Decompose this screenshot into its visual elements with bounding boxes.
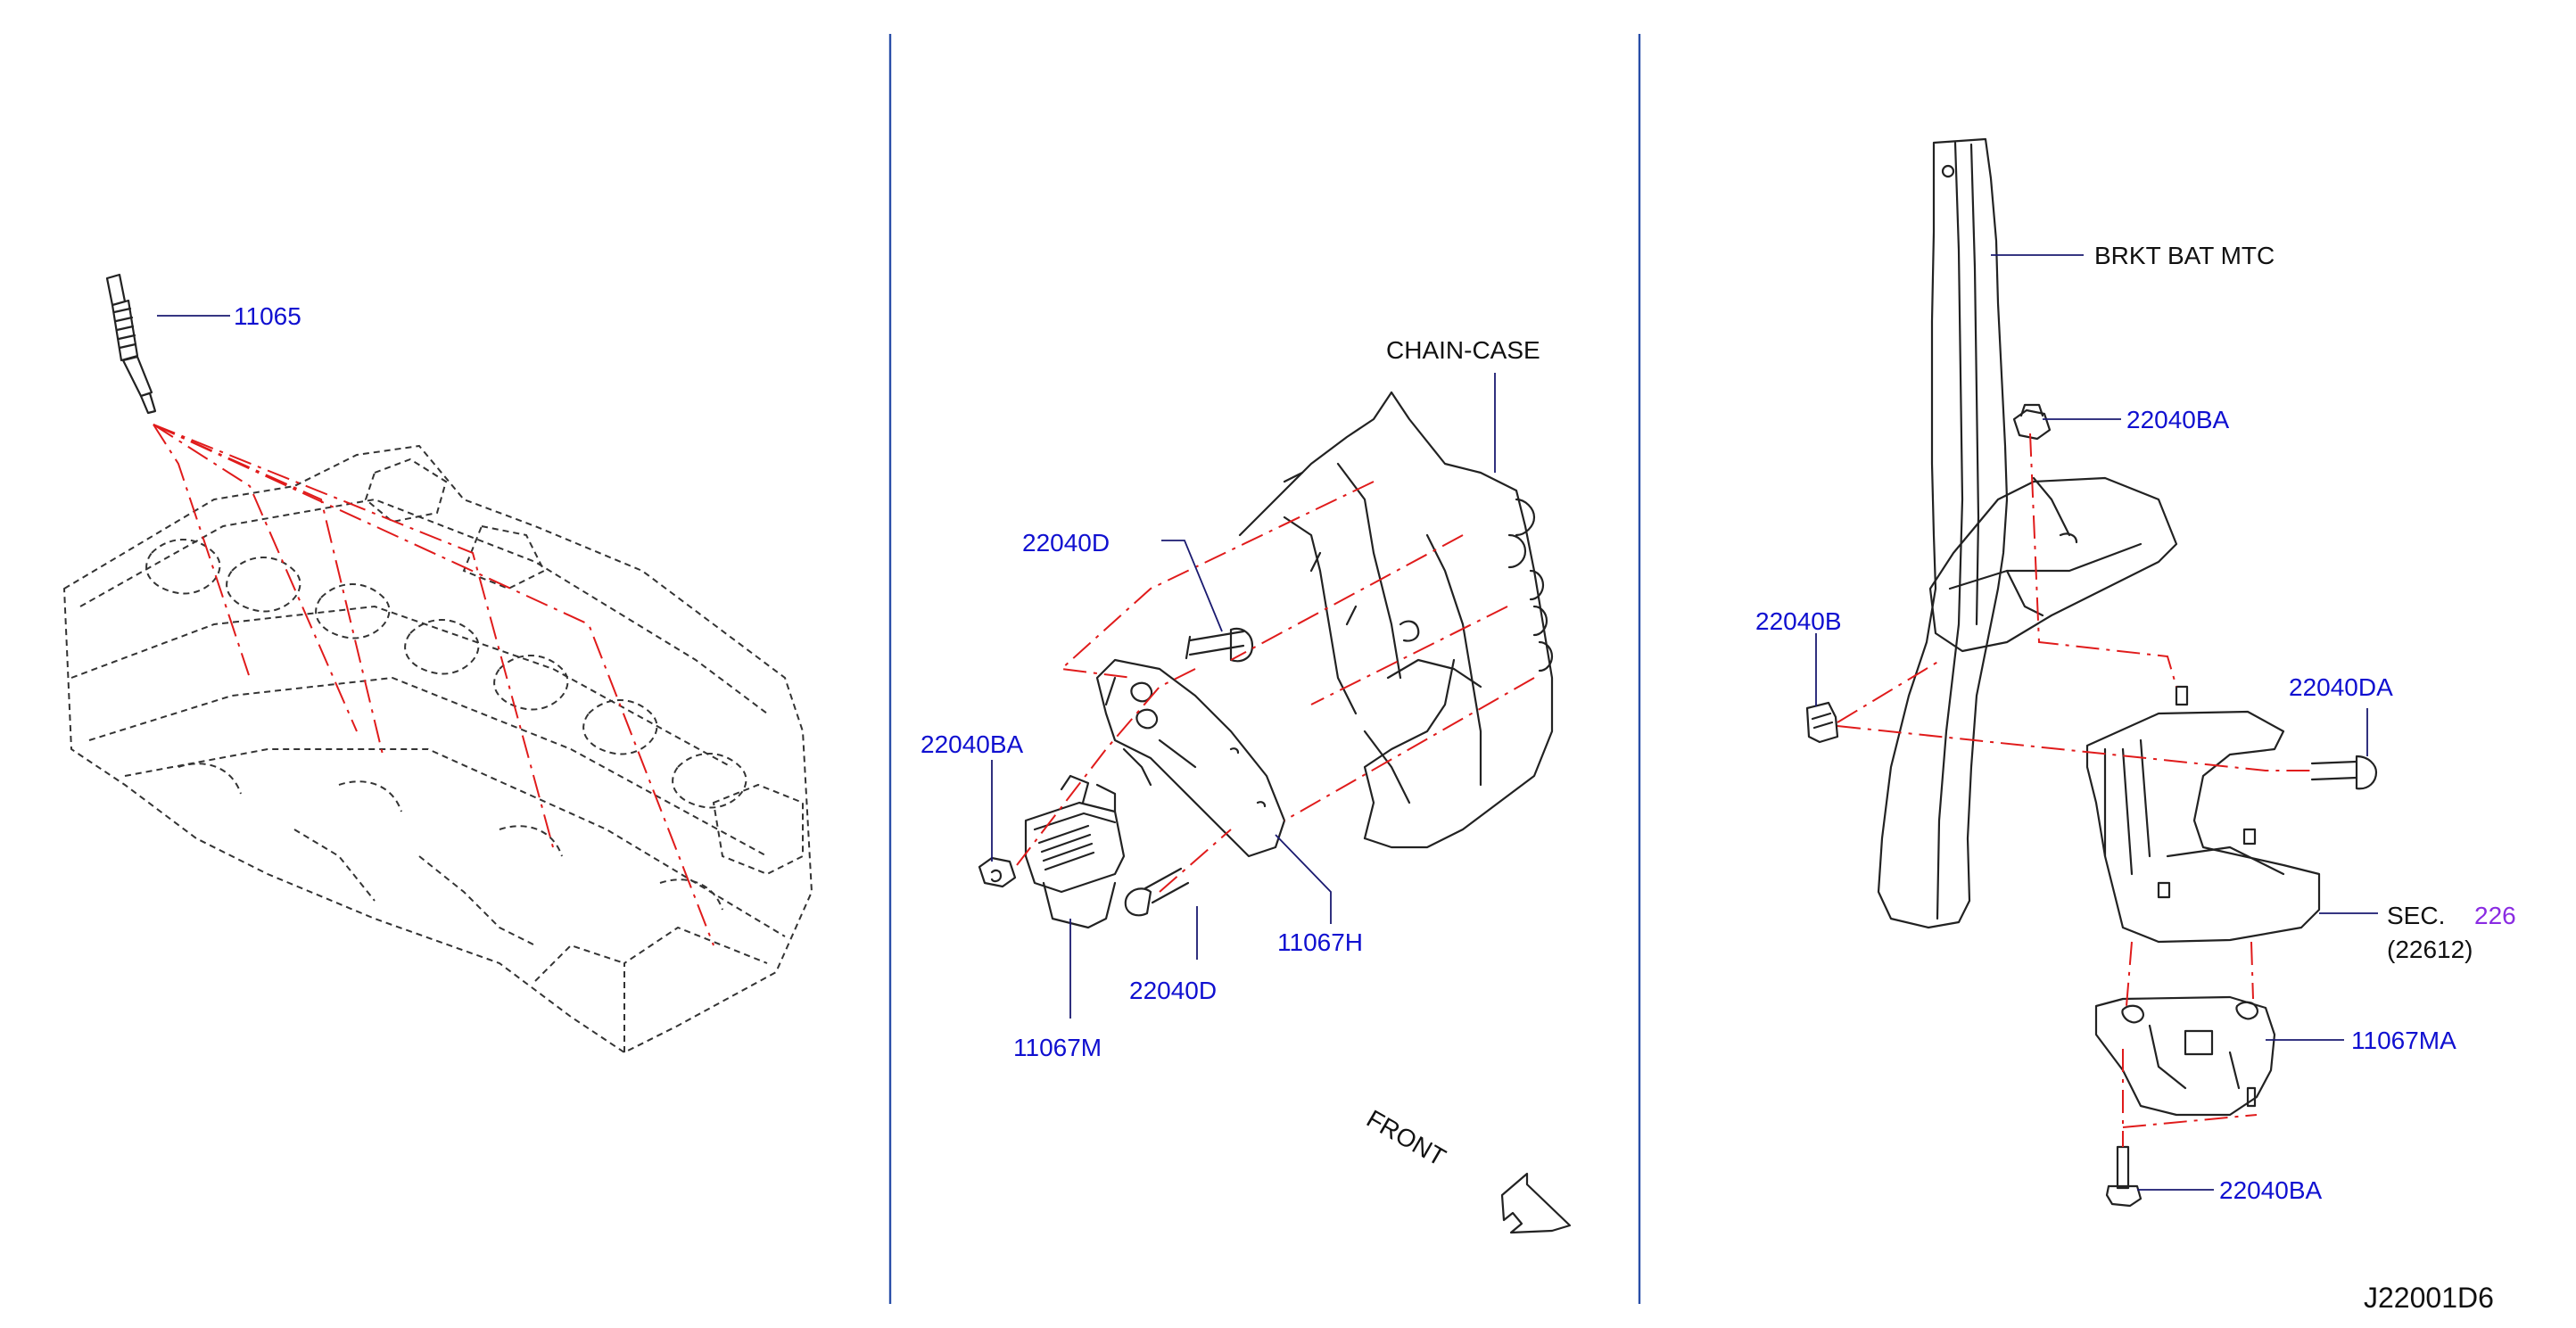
callout-chain-case[interactable]: CHAIN-CASE: [1386, 336, 1540, 364]
diagram-id: J22001D6: [2364, 1282, 2494, 1314]
nut-22040ba-top-illustration[interactable]: [2012, 403, 2052, 441]
callout-brkt-bat-mtc[interactable]: BRKT BAT MTC: [2094, 242, 2275, 269]
leader-11067h: [1275, 834, 1332, 924]
clip-22040b-illustration[interactable]: [1805, 701, 1839, 744]
part-label-22040ba-left[interactable]: 22040BA: [921, 730, 1024, 758]
part-label-22040ba-bottom[interactable]: 22040BA: [2219, 1176, 2323, 1204]
bolt-22040d-bottom-illustration[interactable]: [1124, 867, 1190, 917]
bolt-22040d-top-illustration[interactable]: [1185, 627, 1254, 663]
section-ref-label[interactable]: SEC.: [2387, 902, 2445, 929]
bolt-22040da-illustration[interactable]: [2310, 755, 2378, 790]
part-label-11065[interactable]: 11065: [234, 302, 301, 330]
cylinder-head-illustration[interactable]: [62, 444, 813, 1054]
nut-22040ba-left-illustration[interactable]: [978, 856, 1017, 888]
part-label-22040b[interactable]: 22040B: [1755, 607, 1842, 635]
glow-plug-illustration[interactable]: [105, 273, 157, 415]
part-label-11067ma[interactable]: 11067MA: [2351, 1027, 2456, 1054]
part-label-22040d-top[interactable]: 22040D: [1022, 529, 1110, 557]
chain-case-illustration[interactable]: [1238, 391, 1554, 849]
section-ref-number[interactable]: 226: [2474, 902, 2516, 929]
relay-unit-11067m-illustration[interactable]: [1024, 774, 1126, 929]
part-label-11067h[interactable]: 11067H: [1277, 928, 1363, 956]
front-direction-text: FRONT: [1362, 1104, 1450, 1171]
part-label-22040d-bottom[interactable]: 22040D: [1129, 977, 1217, 1004]
leader-22040d-top: [1161, 540, 1223, 632]
part-label-22040da[interactable]: 22040DA: [2289, 673, 2393, 701]
glow-plug-reference-lines: [153, 424, 714, 946]
bolt-22040ba-bottom-illustration[interactable]: [2105, 1145, 2143, 1208]
mount-bracket-illustration[interactable]: [2085, 685, 2321, 944]
section-ref-sub: (22612): [2387, 936, 2473, 963]
part-label-22040ba-top[interactable]: 22040BA: [2126, 406, 2230, 433]
chain-case-reference-lines: [1016, 481, 1535, 893]
front-arrow-icon: [1500, 1172, 1572, 1234]
part-label-11067m[interactable]: 11067M: [1013, 1034, 1102, 1061]
relay-bracket-illustration[interactable]: [1095, 658, 1286, 858]
battery-bracket-illustration[interactable]: [1877, 137, 2178, 929]
bracket-reference-lines: [1837, 433, 2310, 1147]
